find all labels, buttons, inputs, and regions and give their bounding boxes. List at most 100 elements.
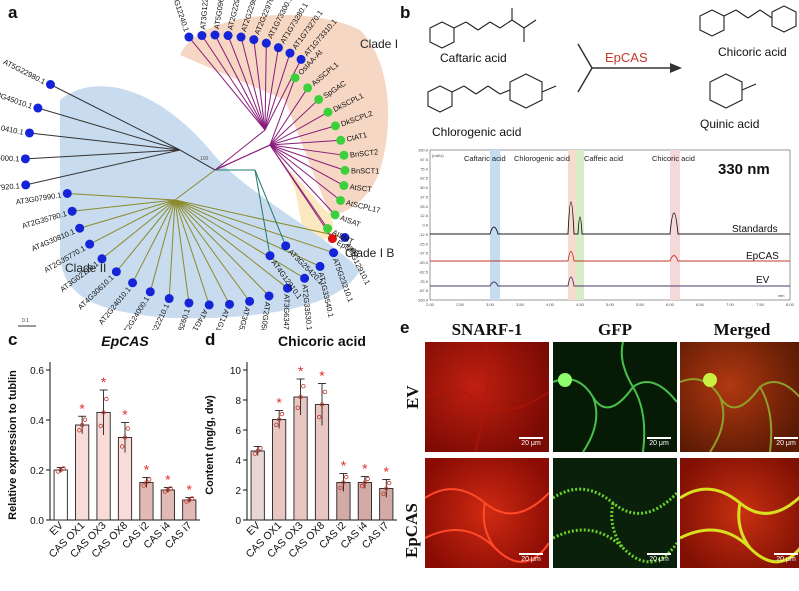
y-tick-label: 0.2 (30, 466, 44, 477)
y-tick-label: 6 (235, 426, 241, 437)
chrom-y-tick: -100.0 (417, 298, 429, 303)
data-point (274, 422, 279, 428)
chrom-y-tick: 75.0 (420, 166, 429, 171)
chrom-peak-label-chlorogenic: Chlorogenic acid (514, 154, 570, 163)
chrom-y-tick: -87.5 (419, 288, 429, 293)
tree-branch (254, 169, 287, 247)
tree-leaf-node (290, 73, 300, 83)
chlorogenic-acid-structure (427, 73, 557, 113)
tree-branch (227, 35, 266, 131)
tree-leaf-label: BnSCT2 (349, 147, 378, 159)
chlorogenic-acid-label: Chlorogenic acid (432, 125, 521, 139)
y-tick-label: 4 (235, 456, 241, 467)
tree-leaf-node (145, 287, 155, 297)
image-ev-merged: 20 μm (680, 342, 799, 452)
bar (250, 450, 265, 521)
panel-label-e: e (400, 318, 410, 337)
tree-leaf-node (33, 103, 43, 113)
chrom-peak-label-caftaric: Caftaric acid (464, 154, 506, 163)
tree-branch (89, 199, 176, 245)
data-point (384, 486, 389, 491)
tree-branch (79, 199, 176, 229)
chart-title: EpCAS (101, 333, 149, 349)
tree-branch (264, 43, 267, 131)
image-epcas-snarf: 20 μm (425, 458, 549, 568)
data-point (279, 411, 285, 417)
tree-leaf-node (249, 35, 259, 45)
chrom-y-tick: 12.5 (420, 213, 429, 218)
caftaric-band (490, 150, 500, 300)
bootstrap-label: 100 (200, 156, 209, 162)
chrom-y-tick: 37.5 (420, 194, 429, 199)
tree-branch (269, 77, 296, 146)
tree-leaf-node (336, 195, 346, 205)
chrom-y-tick: -50.0 (419, 260, 429, 265)
tree-leaf-node (282, 283, 292, 293)
chrom-x-tick: 4.50 (576, 302, 585, 307)
tree-leaf-node (128, 278, 138, 288)
tree-scale-label: 0.1 (22, 318, 29, 324)
image-ev-gfp: 20 μm (553, 342, 677, 452)
chrom-y-unit: (mAU) (432, 153, 444, 158)
tree-leaf-node (25, 128, 35, 138)
panel-label-b: b (400, 3, 411, 22)
chrom-y-tick: 62.5 (420, 176, 429, 181)
y-tick-label: 8 (235, 396, 241, 407)
tree-leaf-label: AT3G63470.1 (282, 294, 292, 330)
tree-leaf-node (67, 206, 77, 216)
bar (293, 396, 308, 521)
tree-leaf-node (330, 210, 340, 220)
tree-branch (174, 199, 230, 305)
tree-leaf-node (281, 241, 291, 251)
tree-leaf-node (323, 224, 333, 233)
tree-leaf-node (300, 273, 310, 283)
bar (75, 424, 90, 521)
data-point (301, 383, 306, 389)
tree-branch (264, 47, 279, 131)
tree-leaf-node (225, 299, 235, 309)
scale-bar: 20 μm (774, 437, 798, 447)
image-epcas-merged: 20 μm (680, 458, 799, 568)
data-point (141, 483, 146, 488)
tree-branch (174, 199, 346, 238)
tree-branch (174, 199, 288, 289)
data-point (344, 474, 349, 480)
tree-leaf-node (223, 31, 233, 41)
chrom-x-tick: 6.00 (666, 302, 675, 307)
tree-branch (25, 149, 181, 186)
tree-leaf-label: AISAT (339, 213, 362, 229)
chlorogenic-band (568, 150, 576, 300)
tree-leaf-node (273, 43, 283, 53)
tree-leaf-node (20, 154, 30, 164)
tree-branch (174, 199, 270, 297)
significance-star: * (362, 461, 368, 477)
tree-leaf-label: AtSCPL17 (345, 198, 381, 215)
tree-branch (201, 35, 266, 131)
scale-bar: 20 μm (774, 553, 798, 563)
chrom-x-tick: 3.50 (516, 302, 525, 307)
tree-leaf-node (336, 135, 346, 145)
tree-branch (174, 199, 210, 306)
chrom-x-tick: 4.00 (546, 302, 555, 307)
tree-leaf-node (85, 239, 95, 249)
chrom-x-tick: 7.00 (726, 302, 735, 307)
tree-branch (269, 144, 333, 239)
tree-branch (188, 36, 266, 131)
significance-star: * (187, 482, 193, 498)
data-point (322, 389, 327, 395)
tree-leaf-node (245, 296, 255, 306)
enzyme-label: EpCAS (605, 50, 648, 65)
tree-leaf-node (303, 83, 313, 93)
data-point (276, 417, 282, 422)
bar (160, 489, 175, 521)
chrom-y-tick: 50.0 (420, 185, 429, 190)
tree-branch (174, 199, 190, 304)
tree-leaf-node (111, 267, 121, 277)
chrom-y-tick: -62.5 (419, 269, 429, 274)
tree-branch (149, 199, 176, 292)
tree-figure: AT3G07990.1AT2G35780.1AT4G30810.1AT2G357… (0, 0, 400, 330)
data-point (341, 480, 346, 485)
chicoric-acid-label: Chicoric acid (718, 45, 787, 59)
tree-leaf-label: AT3G07990.1 (15, 190, 62, 206)
